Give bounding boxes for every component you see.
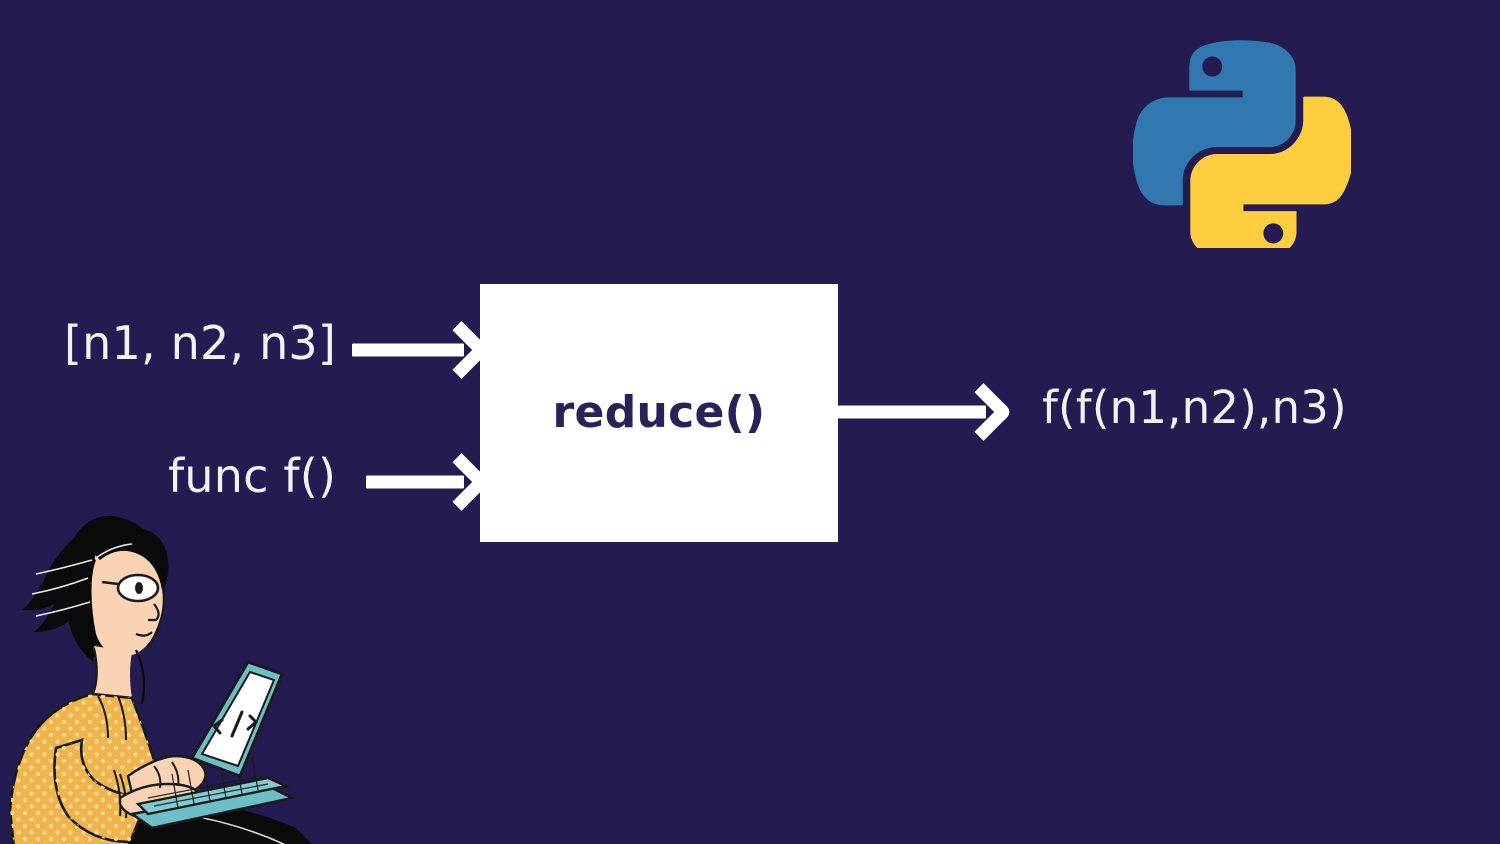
arrow-list-to-reduce bbox=[352, 321, 491, 379]
hair-side bbox=[66, 558, 96, 662]
face bbox=[91, 546, 164, 657]
input-label-func: func f() bbox=[168, 449, 337, 503]
arrow-reduce-to-output bbox=[838, 383, 1013, 441]
arrow-func-to-reduce bbox=[366, 453, 491, 511]
arrow-shaft bbox=[838, 405, 986, 419]
output-label-result: f(f(n1,n2),n3) bbox=[1042, 381, 1347, 434]
input-label-list: [n1, n2, n3] bbox=[64, 316, 337, 370]
arrow-head-icon bbox=[954, 383, 1013, 441]
hair-front bbox=[92, 528, 169, 590]
arrow-shaft bbox=[366, 475, 464, 489]
glasses bbox=[101, 573, 160, 603]
reduce-process-box: reduce() bbox=[480, 284, 838, 542]
python-logo bbox=[1132, 30, 1354, 263]
code-glyph-icon bbox=[211, 710, 259, 738]
reduce-process-label: reduce() bbox=[552, 387, 766, 438]
laptop-keyboard bbox=[135, 776, 290, 816]
arrow-shaft bbox=[352, 343, 464, 357]
woman-coding-illustration bbox=[0, 498, 342, 844]
neck bbox=[92, 646, 132, 698]
